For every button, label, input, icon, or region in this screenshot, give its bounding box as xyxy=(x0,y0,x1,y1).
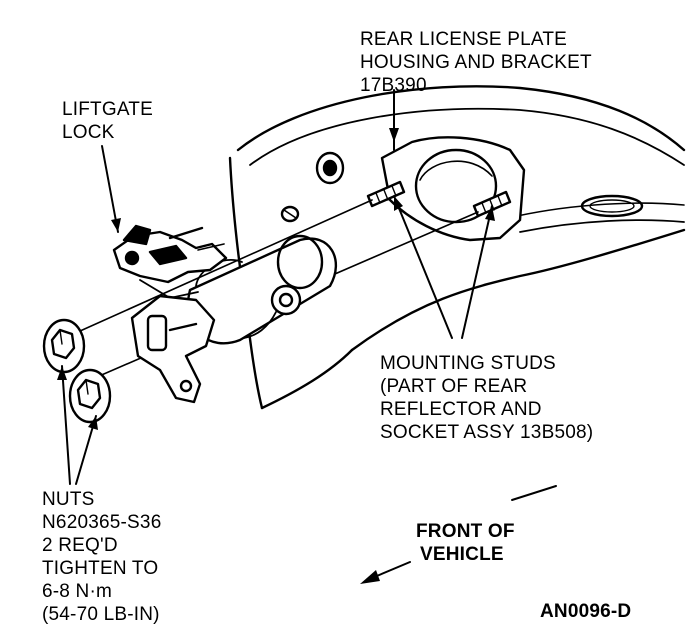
mounting-stud-left xyxy=(366,180,406,208)
arrowheads xyxy=(57,128,495,430)
reflector-socket-body xyxy=(187,234,338,345)
front-direction-arrow xyxy=(371,485,557,579)
lock-cam-lever xyxy=(130,294,216,404)
nuts-label: NUTS N620365-S36 2 REQ'D TIGHTEN TO 6-8 … xyxy=(42,489,162,625)
front-of-vehicle-label: FRONT OF VEHICLE xyxy=(416,521,515,565)
liftgate-lock xyxy=(112,224,228,299)
mounting-studs-label: MOUNTING STUDS (PART OF REAR REFLECTOR A… xyxy=(380,353,594,443)
nut-lower xyxy=(68,368,112,424)
front-arrow-head-icon xyxy=(360,570,380,584)
figure-code: AN0096-D xyxy=(540,601,632,622)
panel-slot-right xyxy=(580,194,644,218)
panel-hole-small xyxy=(280,205,300,223)
nut-upper xyxy=(42,318,86,374)
panel-hole-upper xyxy=(315,151,345,185)
liftgate-lock-label: LIFTGATE LOCK xyxy=(62,99,153,143)
housing-bracket-label: REAR LICENSE PLATE HOUSING AND BRACKET 1… xyxy=(360,29,592,96)
liftgate-panel xyxy=(228,85,686,410)
